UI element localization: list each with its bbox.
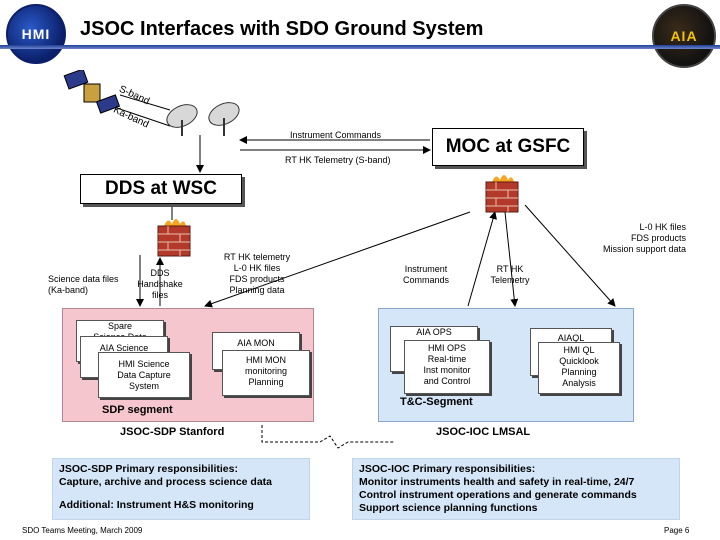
aia-logo: AIA xyxy=(652,4,716,68)
sdp-ioc-link xyxy=(261,425,395,449)
dds-box: DDS at WSC xyxy=(80,174,242,204)
ioc-commands-arrow xyxy=(467,211,497,307)
satellite-icon xyxy=(63,70,121,114)
hmi-logo: HMI xyxy=(6,4,66,64)
page-number: Page 6 xyxy=(664,526,690,535)
science-data-files-label: Science data files(Ka-band) xyxy=(48,274,119,295)
sdp-site-label: JSOC-SDP Stanford xyxy=(120,426,225,438)
ioc-segment-label: T&C-Segment xyxy=(400,396,473,408)
kaband-link-line xyxy=(107,104,171,127)
title-rule xyxy=(0,45,720,49)
moc-to-sdp-arrow xyxy=(204,211,471,308)
moc-telemetry-arrow xyxy=(504,211,519,307)
ioc-responsibilities-box: JSOC-IOC Primary responsibilities: Monit… xyxy=(352,458,680,520)
footer-meeting: SDO Teams Meeting, March 2009 xyxy=(22,526,143,535)
sdp-segment-label: SDP segment xyxy=(102,404,173,416)
sdp-responsibilities-box: JSOC-SDP Primary responsibilities: Captu… xyxy=(52,458,310,520)
moc-firewall-icon xyxy=(485,175,519,213)
moc-files-arrow xyxy=(524,204,616,307)
sband-link-line xyxy=(119,94,171,111)
rt-hk-telemetry-label: RT HK Telemetry (S-band) xyxy=(285,155,391,165)
ground-antenna-icon xyxy=(166,102,240,136)
moc-box: MOC at GSFC xyxy=(432,128,584,166)
sdp-firewall-icon xyxy=(157,219,191,257)
ioc-site-label: JSOC-IOC LMSAL xyxy=(436,426,531,438)
page-title: JSOC Interfaces with SDO Ground System xyxy=(80,18,484,40)
instrument-commands-label: Instrument Commands xyxy=(290,130,382,140)
